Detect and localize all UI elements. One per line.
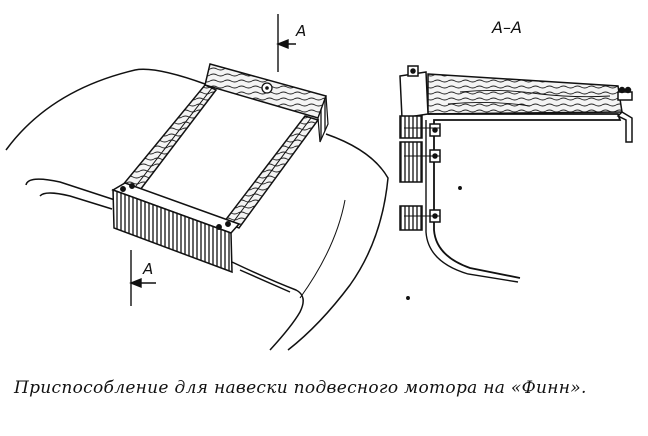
- clamp-block-mid: [399, 115, 423, 139]
- near-bolt-4: [225, 221, 231, 227]
- deck-side-edge: [287, 133, 389, 351]
- section-title-label: A–A: [492, 18, 522, 37]
- section-line-bottom: [129, 250, 156, 306]
- deck-outer-edge: [5, 68, 206, 151]
- near-bolt-1: [120, 186, 126, 192]
- cockpit-rim: [231, 261, 304, 351]
- bracket-arm: [427, 73, 623, 115]
- metal-strap: [428, 113, 622, 279]
- cockpit-rim-inner: [239, 269, 291, 293]
- near-crossbar: [111, 182, 241, 274]
- end-cap: [617, 91, 633, 101]
- figure-caption: Приспособление для навески подвесного мо…: [14, 378, 587, 398]
- far-crossbar: [204, 63, 329, 143]
- section-marker-bottom-label: A: [143, 260, 154, 278]
- boat-deck: [5, 68, 389, 351]
- side-rails: [120, 84, 320, 229]
- near-bolt-3: [216, 224, 222, 230]
- coaming-inner-line: [25, 178, 116, 201]
- near-bolt-2: [129, 183, 135, 189]
- clamp-block-bottom: [399, 205, 423, 231]
- clamp-block-low: [399, 141, 423, 183]
- section-marker-top-label: A: [296, 22, 307, 40]
- coaming-inner-line-2: [39, 192, 113, 210]
- clamp-block-top: [399, 71, 429, 119]
- deck-side-edge-2: [299, 199, 346, 299]
- section-view: [399, 65, 633, 300]
- nut-1: [429, 123, 441, 137]
- section-line-top: [276, 14, 296, 72]
